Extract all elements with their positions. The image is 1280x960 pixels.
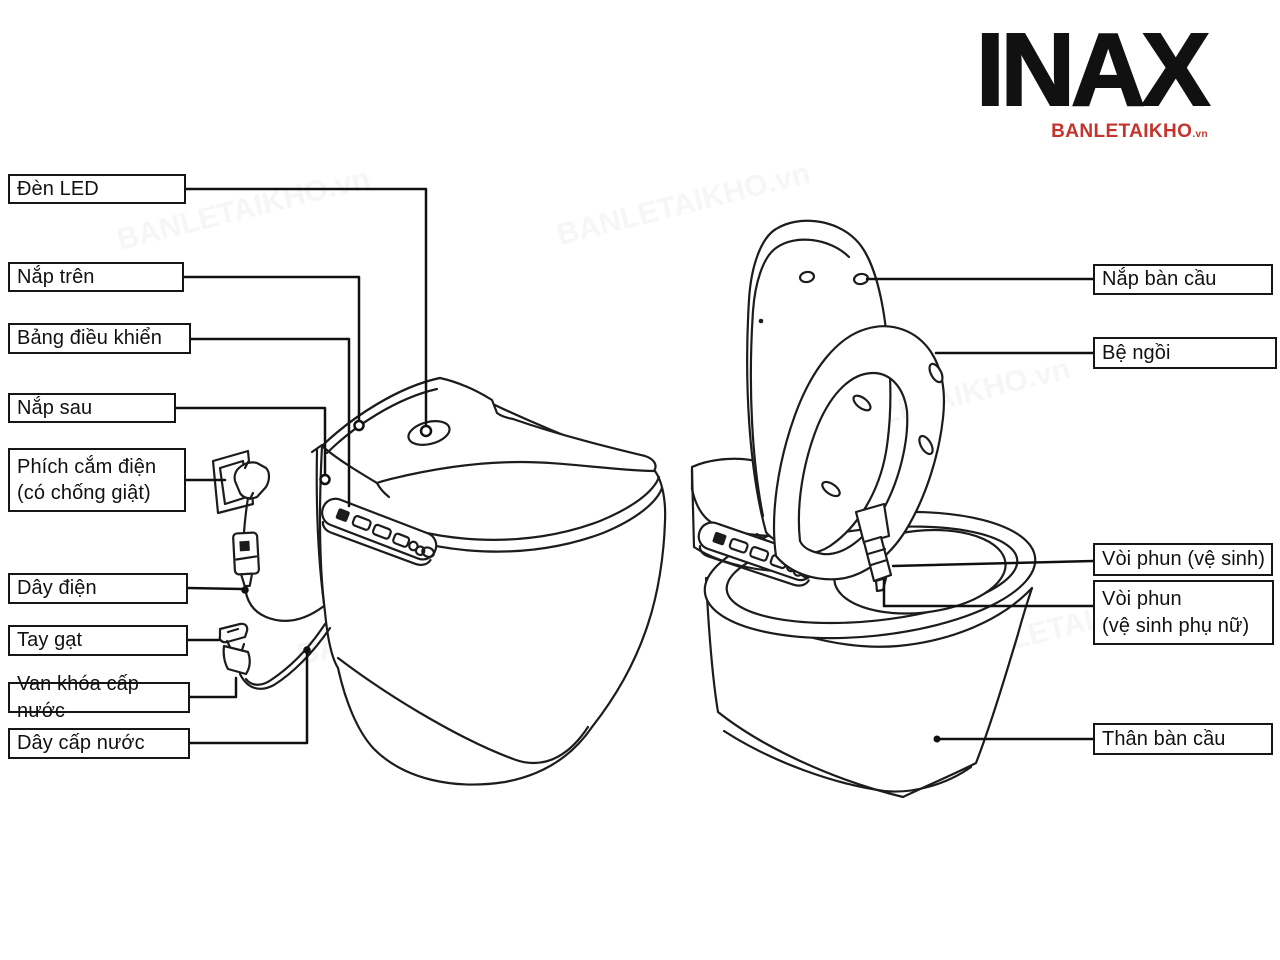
label-bang-dieu-khien: Bảng điều khiển xyxy=(8,323,191,354)
leader-nap-tren xyxy=(182,275,361,423)
left-toilet-lid xyxy=(320,376,657,485)
panel-button xyxy=(392,532,411,548)
brand-logo: INAX xyxy=(975,12,1211,127)
seat-bumper xyxy=(821,480,841,498)
label-than-ban-cau: Thân bàn cầu xyxy=(1093,723,1273,755)
leader-bang-dieu-khien xyxy=(189,337,351,508)
gfci-breaker xyxy=(232,531,260,588)
panel-power-button xyxy=(335,508,350,522)
leader-den-led xyxy=(184,187,428,428)
panel-button xyxy=(728,537,749,554)
leader-voi-phun-phu-nu xyxy=(882,578,1095,608)
label-nap-sau: Nắp sau xyxy=(8,393,176,423)
panel-button xyxy=(371,523,392,540)
panel-power-button xyxy=(712,531,727,546)
leader-van-khoa xyxy=(188,676,238,699)
seat-bumper xyxy=(928,362,944,384)
label-voi-phun-phu-nu: Vòi phun (vệ sinh phụ nữ) xyxy=(1093,580,1274,645)
label-day-cap-nuoc: Dây cấp nước xyxy=(8,728,190,759)
label-day-dien: Dây điện xyxy=(8,573,188,604)
leader-day-cap-nuoc xyxy=(188,650,309,745)
water-valve-drawing xyxy=(218,622,332,690)
water-hose xyxy=(244,622,327,686)
left-toilet-drawing xyxy=(310,376,667,786)
label-phich-cam-dien: Phích cắm điện (có chống giật) xyxy=(8,448,186,512)
right-toilet-base-band xyxy=(722,729,973,793)
leader-day-dien xyxy=(186,586,244,591)
power-plug xyxy=(233,461,271,500)
label-be-ngoi: Bệ ngồi xyxy=(1093,337,1277,369)
label-den-led: Đèn LED xyxy=(8,174,186,204)
valve-lever xyxy=(218,622,249,644)
power-cord-lower xyxy=(243,584,326,622)
right-toilet-drawing xyxy=(690,219,1037,799)
power-plug-drawing xyxy=(211,449,326,622)
label-nap-tren: Nắp trên xyxy=(8,262,184,292)
left-control-panel xyxy=(321,497,438,566)
left-toilet-body xyxy=(318,376,667,786)
panel-button xyxy=(749,546,770,562)
valve-body xyxy=(222,644,251,676)
seat-bumper xyxy=(852,394,872,412)
leader-voi-phun-ve-sinh xyxy=(891,559,1095,568)
spray-nozzle xyxy=(854,502,893,593)
label-voi-phun-ve-sinh: Vòi phun (vệ sinh) xyxy=(1093,543,1273,576)
watermark-texts: BANLETAIKHO.vn BANLETAIKHO.vn BANLETAIKH… xyxy=(114,157,1204,672)
panel-button xyxy=(351,515,372,531)
label-van-khoa-cap-nuoc: Van khóa cấp nước xyxy=(8,673,190,722)
lid-bumper xyxy=(798,270,816,284)
leader-nap-sau xyxy=(174,406,327,477)
power-cord-upper xyxy=(242,496,250,534)
water-hose xyxy=(238,626,332,690)
label-nap-ban-cau: Nắp bàn cầu xyxy=(1093,264,1273,295)
panel-button xyxy=(421,546,436,559)
left-toilet-base-band xyxy=(336,656,590,765)
seat-bumper xyxy=(918,434,934,456)
panel-button xyxy=(414,545,426,557)
brand-site-suffix: .vn xyxy=(1192,129,1208,140)
brand-site: BANLETAIKHO.vn xyxy=(972,121,1208,143)
label-tay-gat: Tay gạt xyxy=(8,625,188,656)
brand-site-name: BANLETAIKHO xyxy=(1051,121,1193,142)
leader-lines xyxy=(174,187,1095,745)
